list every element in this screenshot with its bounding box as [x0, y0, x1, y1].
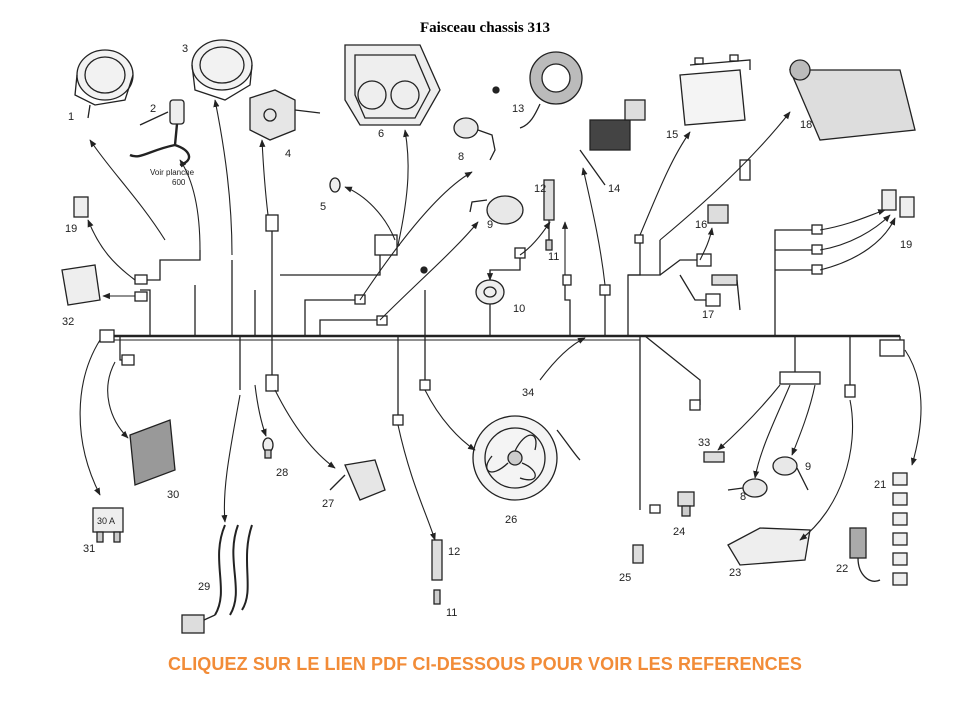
indicator-8: [453, 117, 496, 161]
callout-10: 10: [513, 303, 525, 315]
callout-31: 31: [83, 543, 95, 555]
callout-28: 28: [276, 467, 288, 479]
note-text-1: Voir planche: [150, 168, 195, 177]
sensor-24: [677, 491, 695, 517]
horn-10: [420, 266, 505, 305]
callout-34: 34: [522, 387, 534, 399]
wiring-29: [181, 524, 253, 634]
callout-4: 4: [285, 148, 291, 160]
callout-33: 33: [698, 437, 710, 449]
callout-12-bottom: 12: [448, 546, 460, 558]
callout-5: 5: [320, 201, 326, 213]
sender-25: [632, 544, 644, 564]
callout-30: 30: [167, 489, 179, 501]
taillight-23: [727, 527, 811, 566]
callout-3: 3: [182, 43, 188, 55]
switch-27: [329, 459, 386, 501]
indicator-9-lower: [772, 456, 809, 491]
callout-19-right: 19: [900, 239, 912, 251]
callout-27: 27: [322, 498, 334, 510]
callout-8: 8: [458, 151, 464, 163]
callout-22: 22: [836, 563, 848, 575]
starter-18: [789, 59, 916, 141]
callout-19-left: 19: [65, 223, 77, 235]
callout-16: 16: [695, 219, 707, 231]
headlight-6: [344, 44, 441, 126]
diagram-title: Faisceau chassis 313: [419, 20, 550, 36]
callout-25: 25: [619, 572, 631, 584]
callout-32: 32: [62, 316, 74, 328]
alternator-13: [492, 51, 583, 129]
callout-15: 15: [666, 129, 678, 141]
connector-33: [703, 451, 725, 463]
note-text-2: 600: [172, 178, 186, 187]
callout-8-lower: 8: [740, 491, 746, 503]
relay-19-right: [881, 189, 915, 218]
indicator-9: [469, 195, 524, 225]
pdf-link-cta[interactable]: CLIQUEZ SUR LE LIEN PDF CI-DESSOUS POUR …: [168, 654, 802, 674]
callout-2: 2: [150, 103, 156, 115]
sensor-14: [579, 99, 646, 186]
fuses-21: [892, 472, 908, 586]
battery-15: [679, 54, 751, 126]
ignition-coil-bottom: [431, 539, 443, 605]
fan-26: [472, 415, 581, 501]
switch-17: [711, 274, 741, 311]
switch-cluster-4: [249, 89, 321, 141]
gauge-3: [191, 39, 253, 101]
callout-21: 21: [874, 479, 886, 491]
regulator-30: [129, 419, 176, 486]
relay-19-left: [73, 196, 89, 218]
callout-26: 26: [505, 514, 517, 526]
callout-24: 24: [673, 526, 685, 538]
fuse-31: [92, 507, 124, 543]
callout-9-lower: 9: [805, 461, 811, 473]
relay-16: [707, 204, 729, 224]
callout-1: 1: [68, 111, 74, 123]
bulb-5: [329, 177, 341, 193]
gauge-1: [74, 49, 134, 119]
callout-6: 6: [378, 128, 384, 140]
ignition-coil-top: [543, 179, 555, 251]
callout-11: 11: [548, 251, 559, 263]
indicator-8-lower: [727, 478, 768, 498]
connector-22: [849, 527, 881, 582]
component-2-relay: [129, 99, 191, 167]
fuse-label: 30 A: [97, 516, 115, 526]
callout-14: 14: [608, 183, 620, 195]
callout-17: 17: [702, 309, 714, 321]
callout-12: 12: [534, 183, 546, 195]
callout-29: 29: [198, 581, 210, 593]
callout-labels: 1 2 3 4 5 6 8 9 10 11 12 13 14 15 16 17 …: [62, 43, 912, 619]
callout-9: 9: [487, 219, 493, 231]
callout-13: 13: [512, 103, 524, 115]
bulb-28: [262, 437, 274, 459]
module-32: [61, 264, 101, 306]
leader-arrows: [79, 99, 922, 541]
callout-11-bottom: 11: [446, 607, 457, 619]
callout-18: 18: [800, 119, 812, 131]
callout-23: 23: [729, 567, 741, 579]
